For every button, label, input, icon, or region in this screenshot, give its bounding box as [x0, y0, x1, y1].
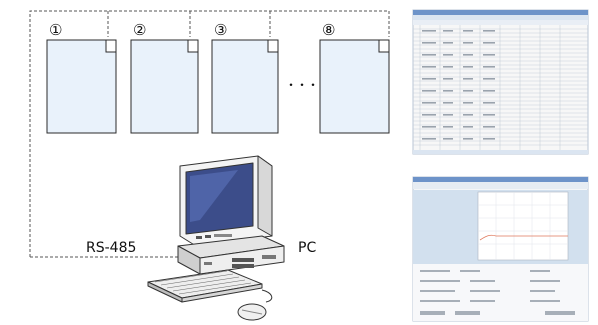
rs485-bus-line: [29, 10, 390, 258]
graph-trace: [479, 234, 568, 241]
spreadsheet-titlebar: [413, 10, 588, 15]
device-connector-1: [105, 39, 117, 53]
spreadsheet-toolbar: [413, 20, 588, 25]
device-connector-3: [267, 39, 279, 53]
spreadsheet-grid: [413, 25, 588, 150]
mouse-icon: [237, 289, 273, 321]
device-label-3: ③: [214, 21, 227, 39]
rs485-label: RS-485: [86, 240, 136, 256]
graph-titlebar: [413, 177, 588, 182]
pc-label: PC: [298, 240, 316, 256]
device-label-8: ⑧: [322, 21, 335, 39]
system-unit-icon: [177, 235, 285, 275]
spreadsheet-menubar: [413, 15, 588, 20]
device-connector-8: [378, 39, 390, 53]
device-label-1: ①: [49, 21, 62, 39]
screenshot-graph: [412, 176, 589, 322]
keyboard-icon: [147, 269, 263, 303]
screenshot-spreadsheet: [412, 9, 589, 155]
device-2: ②: [130, 21, 199, 134]
device-3: ③: [211, 21, 279, 134]
spreadsheet-statusbar: [413, 150, 588, 154]
monitor-icon: [179, 155, 273, 247]
graph-gridlines: [478, 192, 568, 260]
spreadsheet-cell-values: [422, 30, 495, 140]
device-1: ①: [46, 21, 117, 134]
device-label-2: ②: [133, 21, 146, 39]
graph-plot-area: [477, 191, 569, 261]
device-ellipsis: ・・・・: [285, 78, 329, 92]
pc-computer-icon: [147, 155, 285, 321]
graph-toolbar: [413, 182, 588, 189]
graph-settings-fields: [420, 270, 575, 315]
device-8: ⑧: [319, 21, 390, 134]
device-connector-2: [187, 39, 199, 53]
